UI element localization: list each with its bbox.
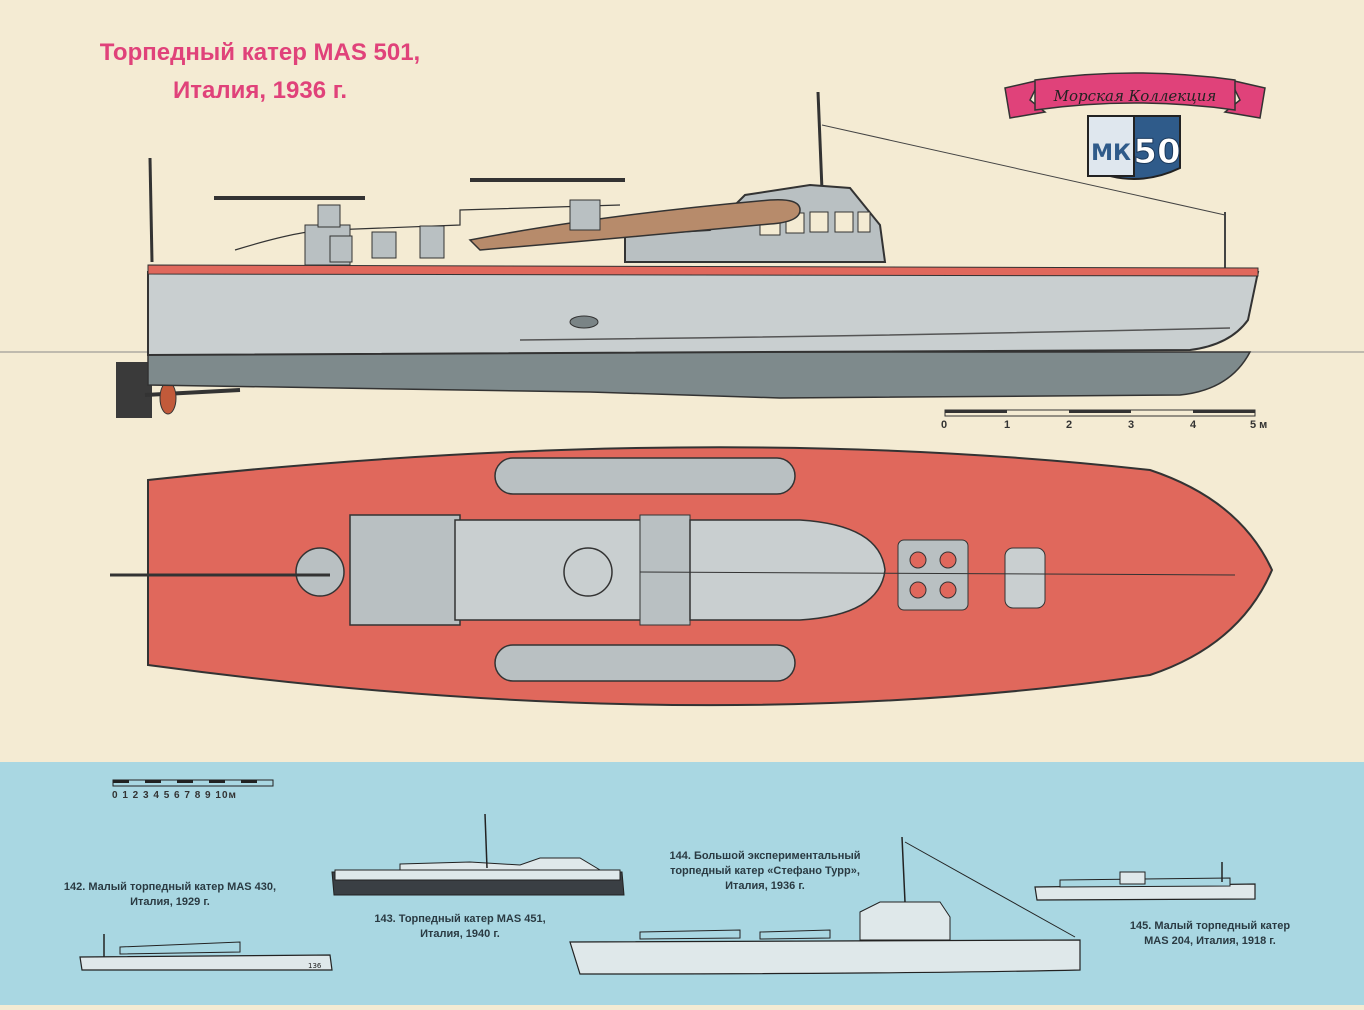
scale-small-labels: 0 1 2 3 4 5 6 7 8 9 10м xyxy=(112,790,237,801)
title-line-1: Торпедный катер MAS 501, xyxy=(99,39,421,66)
top-engine-deck xyxy=(349,514,461,626)
boat-drawings xyxy=(0,91,1364,707)
boat-144 xyxy=(569,836,1081,975)
scale-bar-main xyxy=(944,409,1256,417)
deck-edge xyxy=(147,264,1259,277)
boat-142: 136 xyxy=(79,934,333,971)
scale-tick-3: 3 xyxy=(1128,419,1135,431)
top-torpedo-1 xyxy=(494,457,796,495)
scale-tick-5: 5 м xyxy=(1250,419,1268,431)
caption-143: 143. Торпедный катер MAS 451, Италия, 19… xyxy=(374,913,546,940)
scale-tick-0: 0 xyxy=(941,419,948,431)
bottom-panel: 136 0 1 2 3 4 5 6 7 8 9 10м 142. Малый т… xyxy=(0,762,1364,1005)
ribbon-text: Морская Коллекция xyxy=(1053,87,1217,105)
caption-145: 145. Малый торпедный катер MAS 204, Итал… xyxy=(1129,920,1291,947)
scale-bar-small xyxy=(112,779,274,787)
page-title: Торпедный катер MAS 501, Италия, 1936 г. xyxy=(80,34,440,110)
caption-144: 144. Большой экспериментальный торпедный… xyxy=(669,850,861,892)
scale-tick-4: 4 xyxy=(1190,419,1197,431)
side-torpedo xyxy=(468,198,801,251)
side-view xyxy=(116,91,1260,418)
underwater-hull xyxy=(147,351,1252,399)
caption-142: 142. Малый торпедный катер MAS 430, Итал… xyxy=(63,881,277,908)
collection-emblem: Морская Коллекция МК 50 xyxy=(1004,72,1266,180)
emblem-number: 50 xyxy=(1133,132,1180,172)
top-view xyxy=(110,446,1274,707)
emblem-monogram: МК xyxy=(1091,141,1131,166)
top-torpedo-2 xyxy=(494,644,796,682)
hull-number: 136 xyxy=(308,962,322,970)
boat-143 xyxy=(331,813,625,896)
top-cabin xyxy=(689,519,886,621)
scale-tick-1: 1 xyxy=(1004,419,1011,431)
small-boats: 136 xyxy=(79,779,1256,975)
scale-tick-2: 2 xyxy=(1066,419,1073,431)
boat-145 xyxy=(1034,862,1256,901)
title-line-2: Италия, 1936 г. xyxy=(172,77,347,104)
side-hull xyxy=(147,271,1260,357)
